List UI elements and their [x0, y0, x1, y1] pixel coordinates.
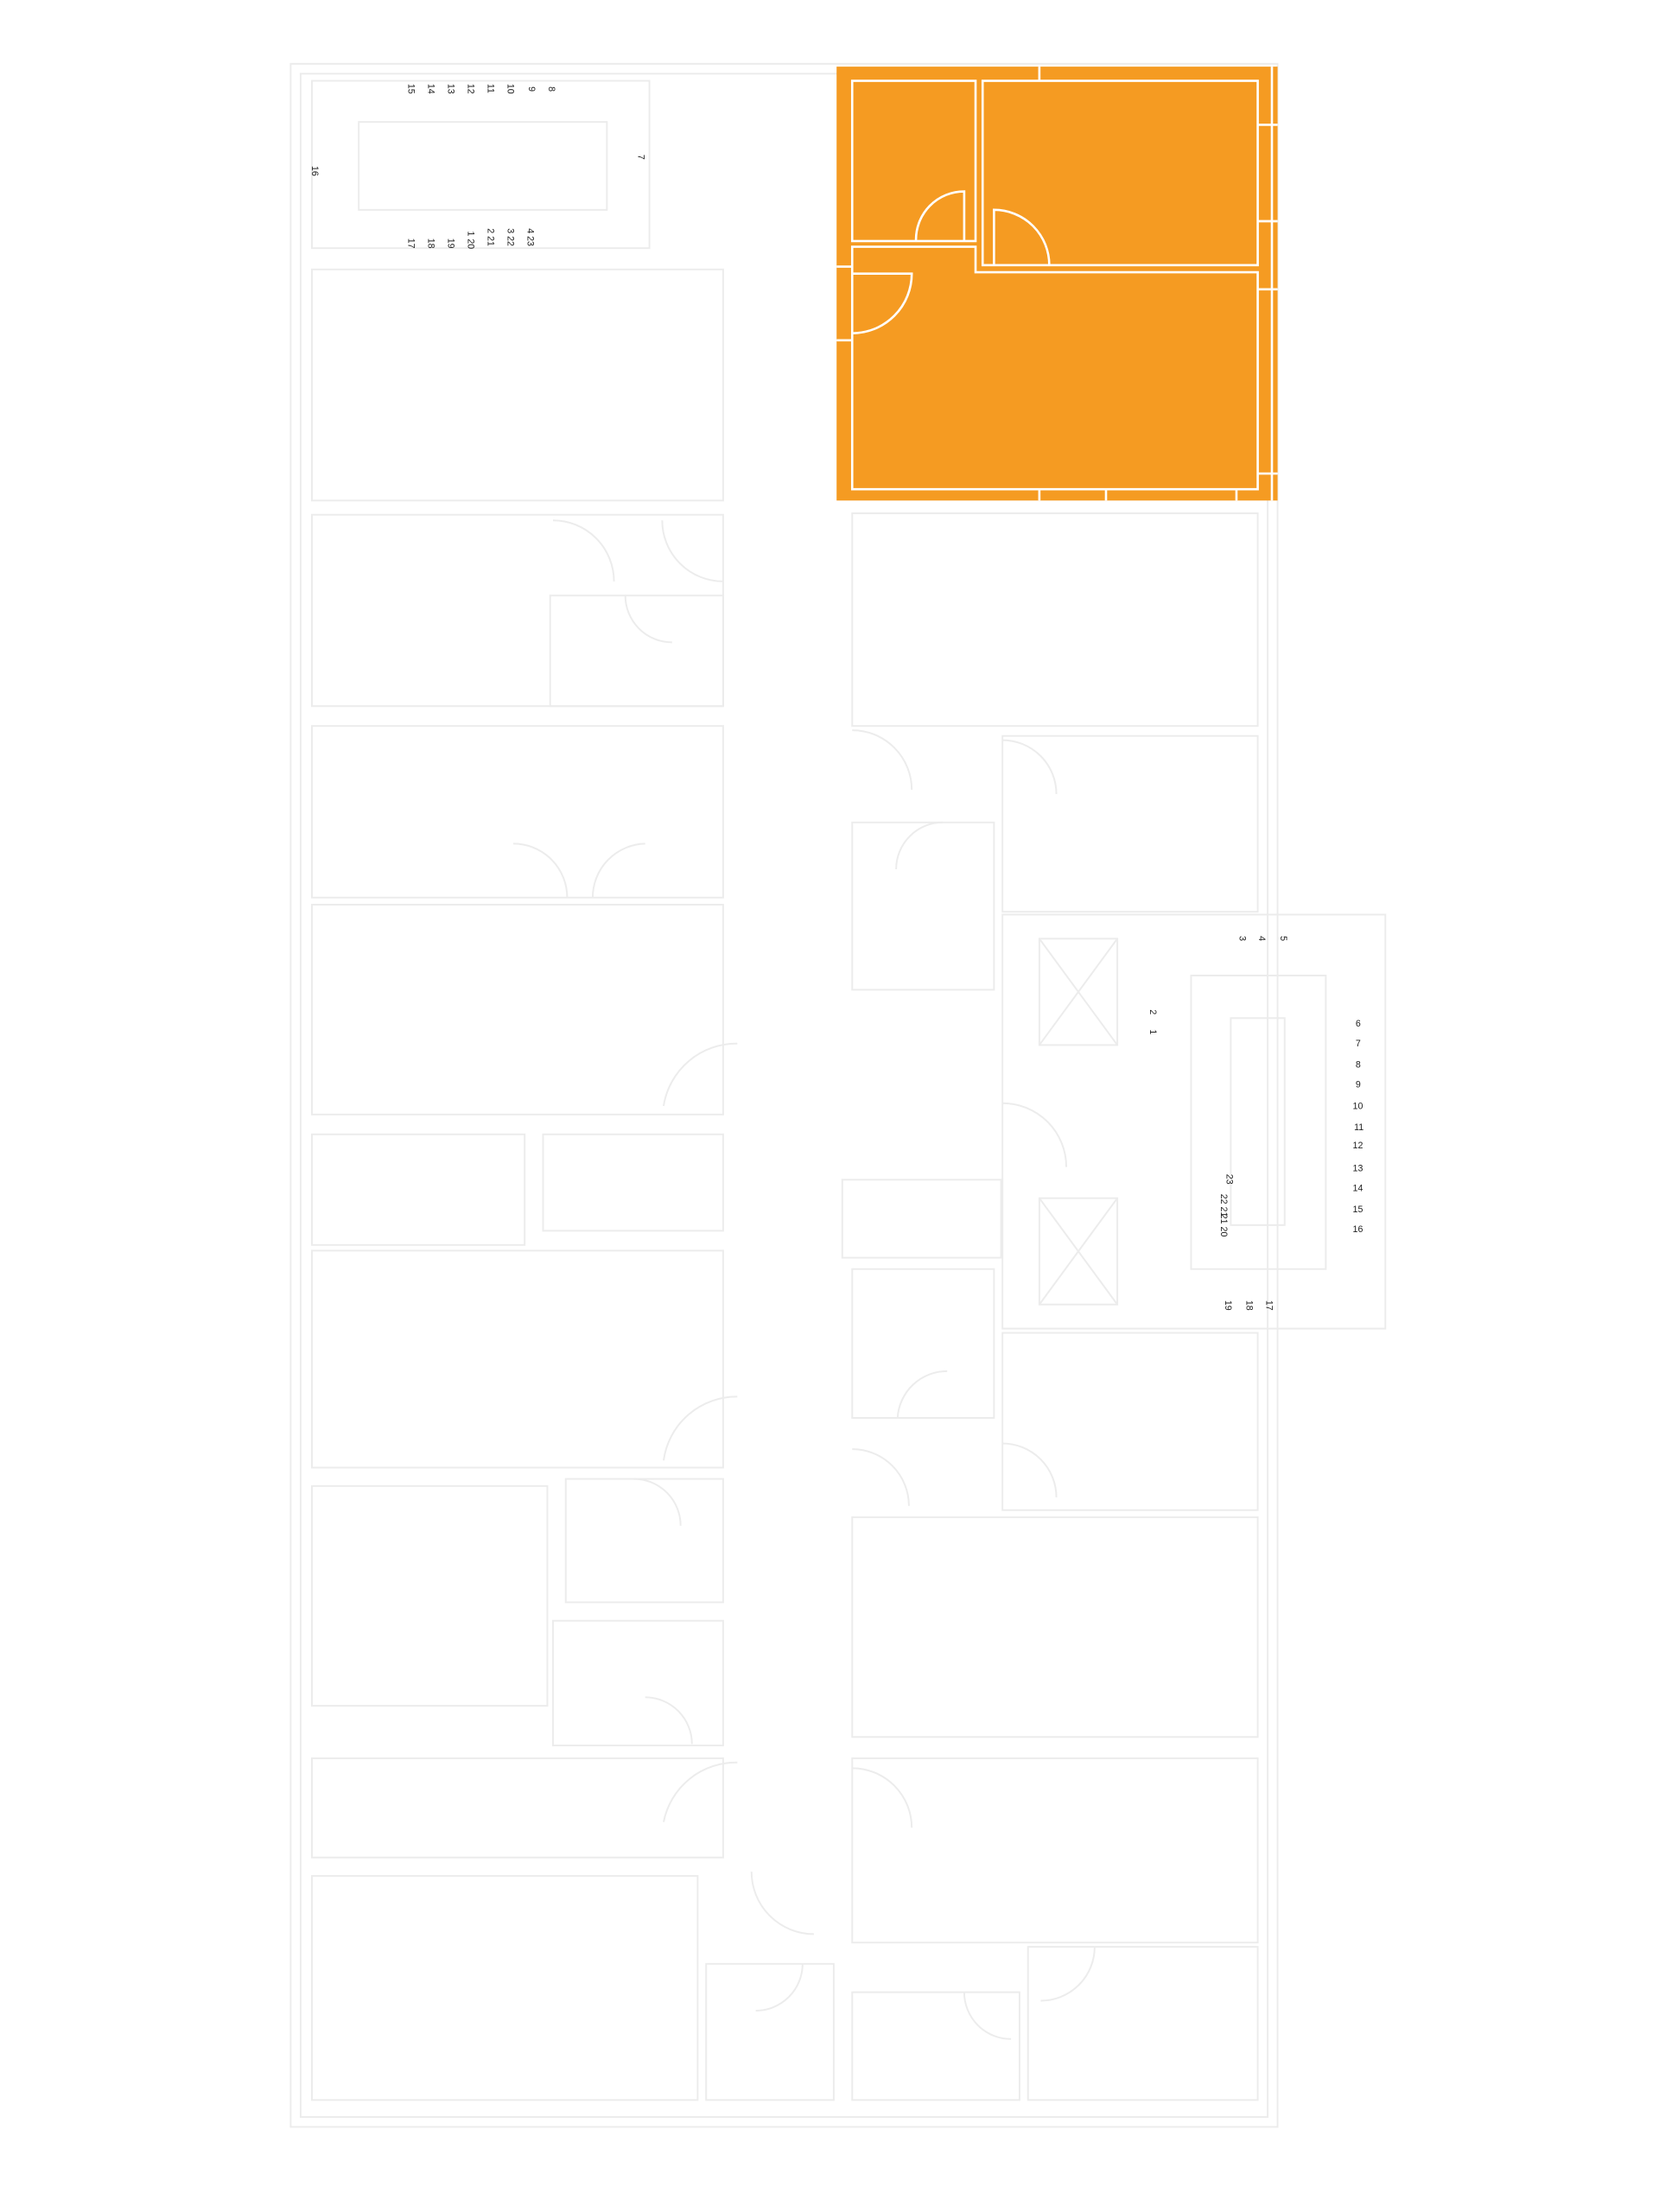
- step-label: 1: [1147, 1029, 1158, 1034]
- stair-right-labels: 3 4 5 2 1 6 7 8 9 10 11 12 13 14 15 16 2…: [1147, 936, 1363, 1311]
- step-label: 9: [526, 86, 537, 92]
- step-label: 13: [1353, 1163, 1363, 1173]
- step-label: 19: [446, 238, 456, 249]
- step-label: 6: [1356, 1019, 1361, 1029]
- step-label: 23: [1224, 1174, 1234, 1185]
- highlighted-apartment[interactable]: [836, 67, 1278, 501]
- step-label: 11: [1354, 1122, 1363, 1133]
- step-label: 18: [426, 238, 436, 249]
- room-bedroom: [981, 79, 1259, 267]
- step-label: 12: [1353, 1141, 1363, 1151]
- step-label: 8: [546, 86, 556, 92]
- step-label: 16: [309, 166, 320, 176]
- step-label: 4 23: [524, 228, 535, 246]
- step-label: 12: [466, 84, 476, 94]
- step-label: 10: [1353, 1101, 1363, 1111]
- step-label: 8: [1356, 1060, 1361, 1071]
- step-label: 17: [1263, 1300, 1274, 1311]
- step-label: 3: [1236, 936, 1247, 941]
- step-label: 4: [1256, 936, 1267, 941]
- room-living: [850, 245, 1259, 491]
- entrance-door: [852, 272, 913, 334]
- step-label: 15: [406, 84, 416, 94]
- step-label: 7: [1356, 1039, 1361, 1049]
- step-label: 13: [446, 84, 456, 94]
- step-label: 3 22: [505, 228, 515, 246]
- step-label: 1 20: [466, 231, 476, 249]
- step-label: 9: [1356, 1080, 1361, 1090]
- step-label: 18: [1243, 1300, 1254, 1311]
- step-label: 7: [635, 155, 645, 160]
- step-label: 16: [1353, 1224, 1363, 1235]
- step-label: 21 20: [1218, 1214, 1229, 1237]
- room-small: [850, 79, 977, 243]
- stair-top-left-labels: 15 14 13 12 11 10 9 8 7 16 17 18 19 1 20…: [309, 84, 645, 249]
- step-label: 14: [1353, 1183, 1363, 1193]
- step-label: 5: [1278, 936, 1288, 941]
- apartment-fill: [836, 67, 1278, 501]
- step-label: 22 21: [1218, 1194, 1229, 1217]
- step-label: 2 21: [486, 228, 496, 246]
- step-label: 2: [1147, 1009, 1158, 1014]
- step-label: 14: [426, 84, 436, 94]
- step-label: 15: [1353, 1205, 1363, 1215]
- step-label: 19: [1223, 1300, 1233, 1311]
- building-walls: [289, 62, 1387, 2128]
- door-small-room: [914, 190, 966, 242]
- step-label: 11: [486, 84, 496, 93]
- door-bedroom: [993, 208, 1051, 265]
- step-label: 17: [406, 238, 416, 249]
- step-label: 10: [505, 84, 515, 94]
